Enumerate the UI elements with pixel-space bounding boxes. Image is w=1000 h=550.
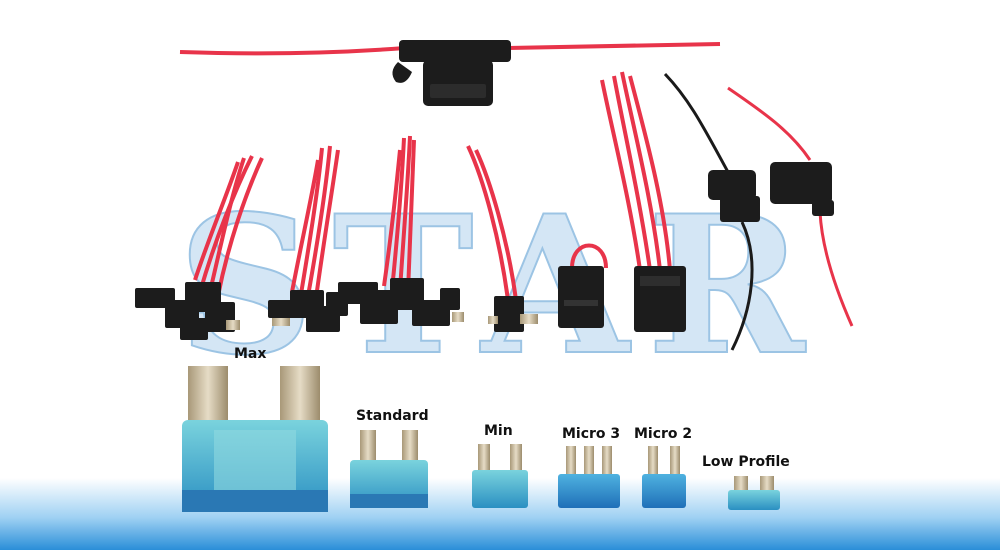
inline-fuse-holder-black xyxy=(663,72,760,351)
label-micro3: Micro 3 xyxy=(562,426,621,442)
fuse-micro3 xyxy=(558,446,620,508)
label-min: Min xyxy=(484,423,513,439)
add-a-circuit-single xyxy=(466,145,538,332)
fuse-low-profile xyxy=(728,476,780,510)
label-max: Max xyxy=(234,346,267,362)
relay-socket xyxy=(600,71,686,332)
label-micro2: Micro 2 xyxy=(634,426,693,442)
fuse-micro2 xyxy=(642,446,686,508)
square-fuse-holder xyxy=(558,243,608,328)
inline-fuse-holder-top xyxy=(179,40,721,106)
fuse-max xyxy=(182,366,328,512)
add-a-circuit-bundle-3 xyxy=(338,135,464,326)
add-a-circuit-bundle-1 xyxy=(135,155,264,340)
inline-fuse-holder-red xyxy=(727,86,854,327)
fuse-min xyxy=(472,444,528,508)
fuse-standard xyxy=(350,430,428,508)
label-low-profile: Low Profile xyxy=(702,454,790,470)
add-a-circuit-bundle-2 xyxy=(268,145,348,332)
label-standard: Standard xyxy=(356,408,429,424)
